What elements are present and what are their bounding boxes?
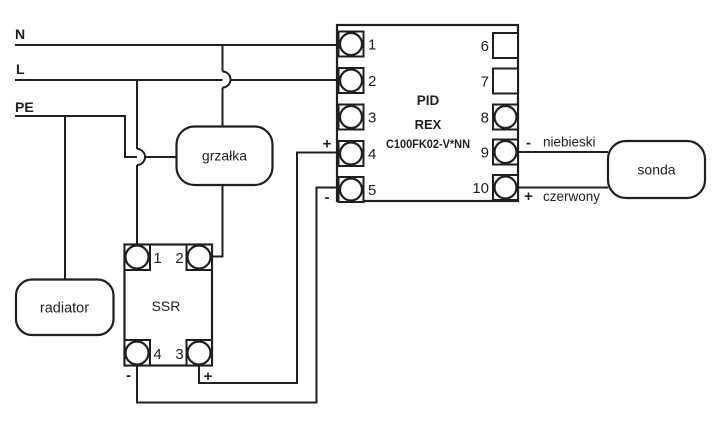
pid-model-label: C100FK02-V*NN — [386, 137, 470, 151]
pid-terminal-6-square — [492, 32, 519, 59]
wire-ssr3-to-pid4 — [198, 151, 351, 384]
wire-hop-over-line — [222, 70, 232, 89]
ssr-terminal-2-circle — [186, 244, 212, 270]
pid-pin-4-polarity: + — [323, 136, 332, 153]
pid-pin-3-number: 3 — [368, 110, 376, 127]
pid-pin-1-number: 1 — [368, 37, 376, 54]
pid-terminal-1-circle — [338, 31, 364, 57]
pid-brand-label: REX — [415, 117, 442, 132]
pid-terminal-4-circle — [338, 141, 364, 166]
pid-terminal-10-circle — [493, 175, 518, 200]
pid-pin-5-number: 5 — [368, 182, 376, 199]
pid-pin-2-number: 2 — [368, 73, 376, 90]
line-label: L — [16, 61, 25, 77]
wires — [15, 44, 608, 404]
ssr-terminal-3-circle — [186, 340, 212, 366]
ssr-terminal-1-number: 1 — [153, 250, 161, 267]
ssr-terminal-3-number: 3 — [175, 346, 183, 363]
pid-terminal-8-circle — [493, 104, 518, 130]
terminal-circles — [124, 31, 518, 366]
wire-pe-to-heater — [15, 115, 177, 158]
heater-box — [175, 125, 274, 187]
wire-ssr4-to-pid5 — [136, 186, 351, 404]
ssr-terminal-3-polarity: + — [204, 368, 213, 385]
pid-terminal-3-circle — [338, 104, 364, 130]
probe-wire-blue-label: niebieski — [543, 135, 596, 150]
probe-label: sonda — [637, 162, 675, 178]
pe-label: PE — [15, 99, 34, 115]
pid-box — [335, 23, 520, 203]
pid-pin-9-polarity: - — [526, 135, 531, 152]
wire-hop-over-pe — [136, 148, 146, 166]
probe-wire-red-label: czerwony — [543, 189, 600, 204]
pid-pin-6-number: 6 — [481, 38, 489, 55]
neutral-label: N — [15, 26, 25, 42]
ssr-terminal-4-circle — [124, 340, 150, 366]
ssr-terminal-4-polarity: - — [126, 367, 131, 384]
pid-terminal-9-circle — [493, 139, 518, 165]
radiator-label: radiator — [40, 301, 89, 317]
pid-pin-10-number: 10 — [472, 180, 489, 197]
pid-pin-8-number: 8 — [481, 110, 489, 127]
labels: N L PE grzałka radiator sonda PID REX C1… — [15, 26, 676, 385]
pid-pin-9-number: 9 — [481, 145, 489, 162]
pid-terminal-5-circle — [338, 177, 364, 202]
ssr-terminal-1-circle — [124, 244, 150, 270]
ssr-terminal-2-number: 2 — [175, 250, 183, 267]
pid-terminal-2-circle — [338, 68, 364, 93]
pid-type-label: PID — [417, 93, 440, 108]
pid-pin-7-number: 7 — [481, 74, 489, 91]
probe-box — [606, 139, 707, 200]
pid-pin-5-polarity: - — [325, 189, 330, 206]
ssr-terminal-4-number: 4 — [153, 346, 161, 363]
heater-label: grzałka — [202, 148, 247, 164]
pid-pin-4-number: 4 — [368, 146, 376, 163]
ssr-label: SSR — [152, 298, 181, 314]
pid-pin-10-polarity: + — [524, 188, 533, 205]
pid-terminal-7-square — [492, 67, 519, 95]
